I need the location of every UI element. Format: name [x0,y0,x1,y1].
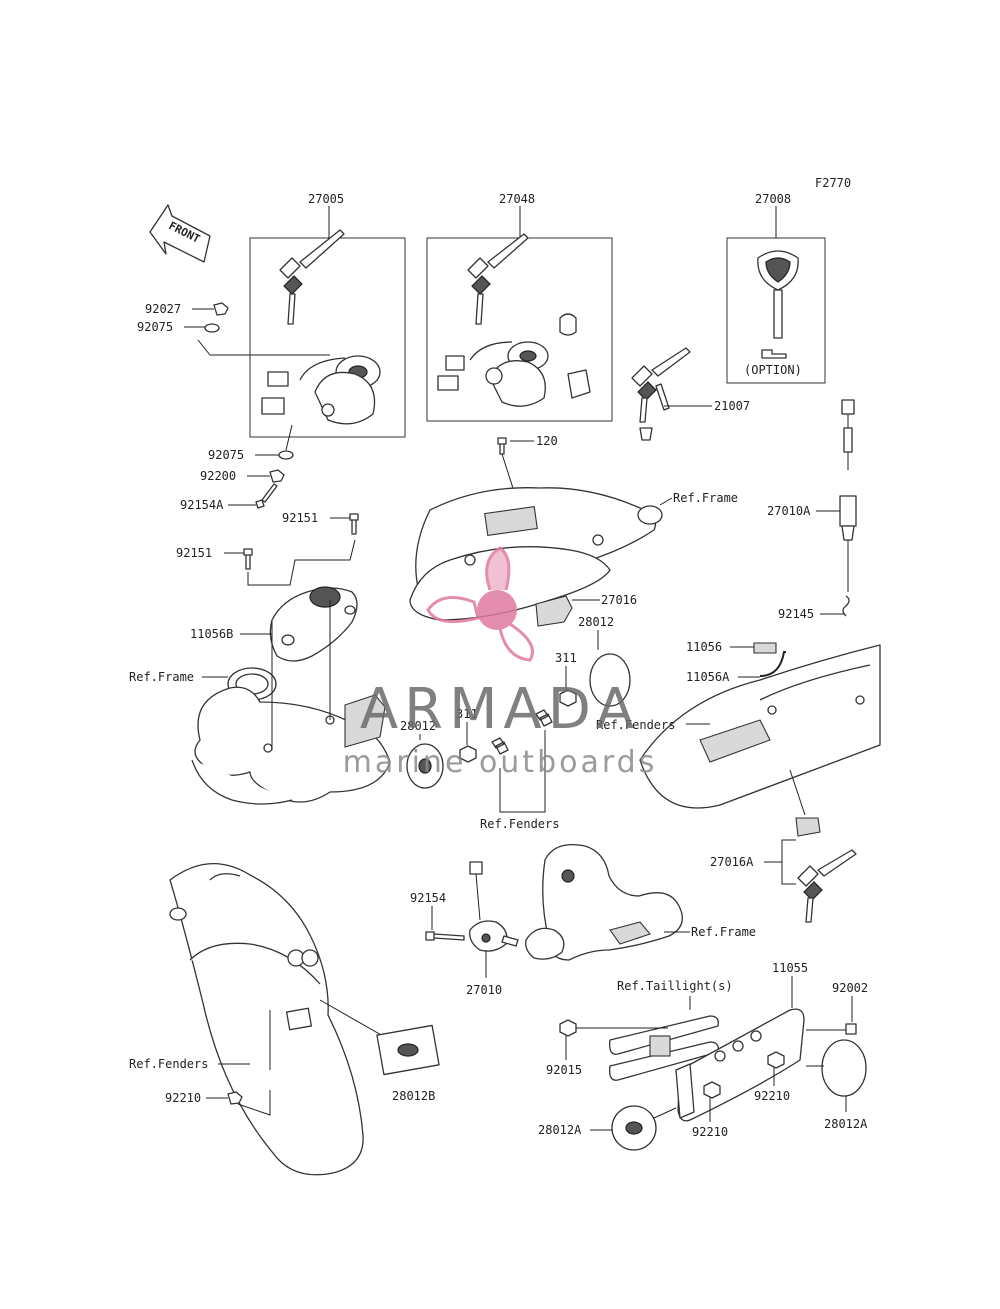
ref-taillights[interactable]: Ref.Taillight(s) [617,979,733,993]
part-label-28012-top[interactable]: 28012 [578,615,614,629]
part-label-11055[interactable]: 11055 [772,961,808,975]
part-label-92200[interactable]: 92200 [200,469,236,483]
key-cut-icon [761,349,787,359]
bolt-icon [535,709,553,727]
ref-fenders-left[interactable]: Ref.Fenders [129,1057,208,1071]
part-label-28012A-left[interactable]: 28012A [538,1123,582,1137]
part-label-92151-left[interactable]: 92151 [176,546,212,560]
ignition-switch-icon [437,341,549,407]
part-label-92210-mid[interactable]: 92210 [692,1125,728,1139]
part-label-92075-top[interactable]: 92075 [137,320,173,334]
part-label-311-right[interactable]: 311 [555,651,577,665]
part-label-92145[interactable]: 92145 [778,607,814,621]
bolt-icon [497,437,507,455]
part-label-21007[interactable]: 21007 [714,399,750,413]
part-label-120[interactable]: 120 [536,434,558,448]
part-label-27016[interactable]: 27016 [601,593,637,607]
part-label-92210-left[interactable]: 92210 [165,1091,201,1105]
bolt-icon [491,737,509,755]
ref-frame-top[interactable]: Ref.Frame [673,491,738,505]
part-label-27005[interactable]: 27005 [308,192,344,206]
part-label-28012A-right[interactable]: 28012A [824,1117,868,1131]
part-label-92027[interactable]: 92027 [145,302,181,316]
part-label-11056[interactable]: 11056 [686,640,722,654]
clip-icon [753,642,777,654]
lock-cylinder-icon [567,369,591,399]
key-pair-icon [467,233,529,325]
diagram-code: F2770 [815,176,851,190]
nut-icon [227,1091,243,1105]
front-arrow-icon: FRONT [149,204,211,263]
kit-box-27005 [249,237,406,438]
grommet-icon [589,653,631,707]
frame-upper-icon [409,487,663,621]
part-label-27016A[interactable]: 27016A [710,855,754,869]
part-label-311-left[interactable]: 311 [456,707,478,721]
nut-icon [213,302,229,316]
washer-icon [204,323,220,333]
bolt-icon [255,483,278,509]
lock-bracket-icon [535,595,573,627]
part-label-92210-right[interactable]: 92210 [754,1089,790,1103]
wire-clip-icon [759,651,786,677]
nut-icon [559,689,577,707]
key-pair-icon [797,849,857,923]
ref-fenders-mid[interactable]: Ref.Fenders [480,817,559,831]
watermark-brand: ARMADA [360,677,640,742]
key-pair-icon [279,229,345,325]
nut-icon [559,1019,577,1037]
nut-icon [767,1051,785,1069]
part-label-27010[interactable]: 27010 [466,983,502,997]
bolt-icon [845,1023,857,1035]
bracket-11056B-icon [269,586,358,662]
blank-key-icon [757,250,799,339]
part-label-92015[interactable]: 92015 [546,1063,582,1077]
lock-switch-icon [469,861,519,952]
nut-icon [269,469,285,483]
part-label-11056B[interactable]: 11056B [190,627,233,641]
ignition-switch-icon [261,355,381,425]
nut-icon [703,1081,721,1099]
reflector-plate-icon [376,1024,440,1076]
part-label-92075-bottom[interactable]: 92075 [208,448,244,462]
reflector-icon [821,1039,867,1097]
nut-icon [459,745,477,763]
bolt-icon [425,931,465,941]
part-label-28012-left[interactable]: 28012 [400,719,436,733]
part-label-92151-right[interactable]: 92151 [282,511,318,525]
watermark-tagline: marine outboards [343,745,658,780]
bolt-icon [349,513,359,535]
rear-fender-right-icon [639,644,881,809]
armada-watermark: ARMADA marine outboards [343,546,658,780]
part-label-27008[interactable]: 27008 [755,192,791,206]
key-pair-icon [631,347,691,441]
part-label-27010A[interactable]: 27010A [767,504,811,518]
washer-icon [278,450,294,460]
propeller-logo-icon [426,546,534,662]
frame-left-icon [191,667,391,805]
seat-lock-switch-icon [839,399,857,617]
part-label-92002[interactable]: 92002 [832,981,868,995]
option-label: (OPTION) [744,363,802,377]
part-label-28012B[interactable]: 28012B [392,1089,435,1103]
bolt-icon [243,548,253,570]
ref-frame-mid[interactable]: Ref.Frame [691,925,756,939]
reflector-icon [611,1105,657,1151]
rear-fender-left-icon [169,863,364,1176]
frame-lower-icon [525,843,683,961]
part-label-92154[interactable]: 92154 [410,891,446,905]
lock-bracket-icon [795,817,821,837]
part-label-11056A[interactable]: 11056A [686,670,730,684]
part-label-92154A[interactable]: 92154A [180,498,224,512]
ref-fenders-right[interactable]: Ref.Fenders [596,718,675,732]
reflector-icon [406,743,444,789]
lock-cylinder-icon [559,313,577,336]
ref-frame-left[interactable]: Ref.Frame [129,670,194,684]
part-label-27048[interactable]: 27048 [499,192,535,206]
